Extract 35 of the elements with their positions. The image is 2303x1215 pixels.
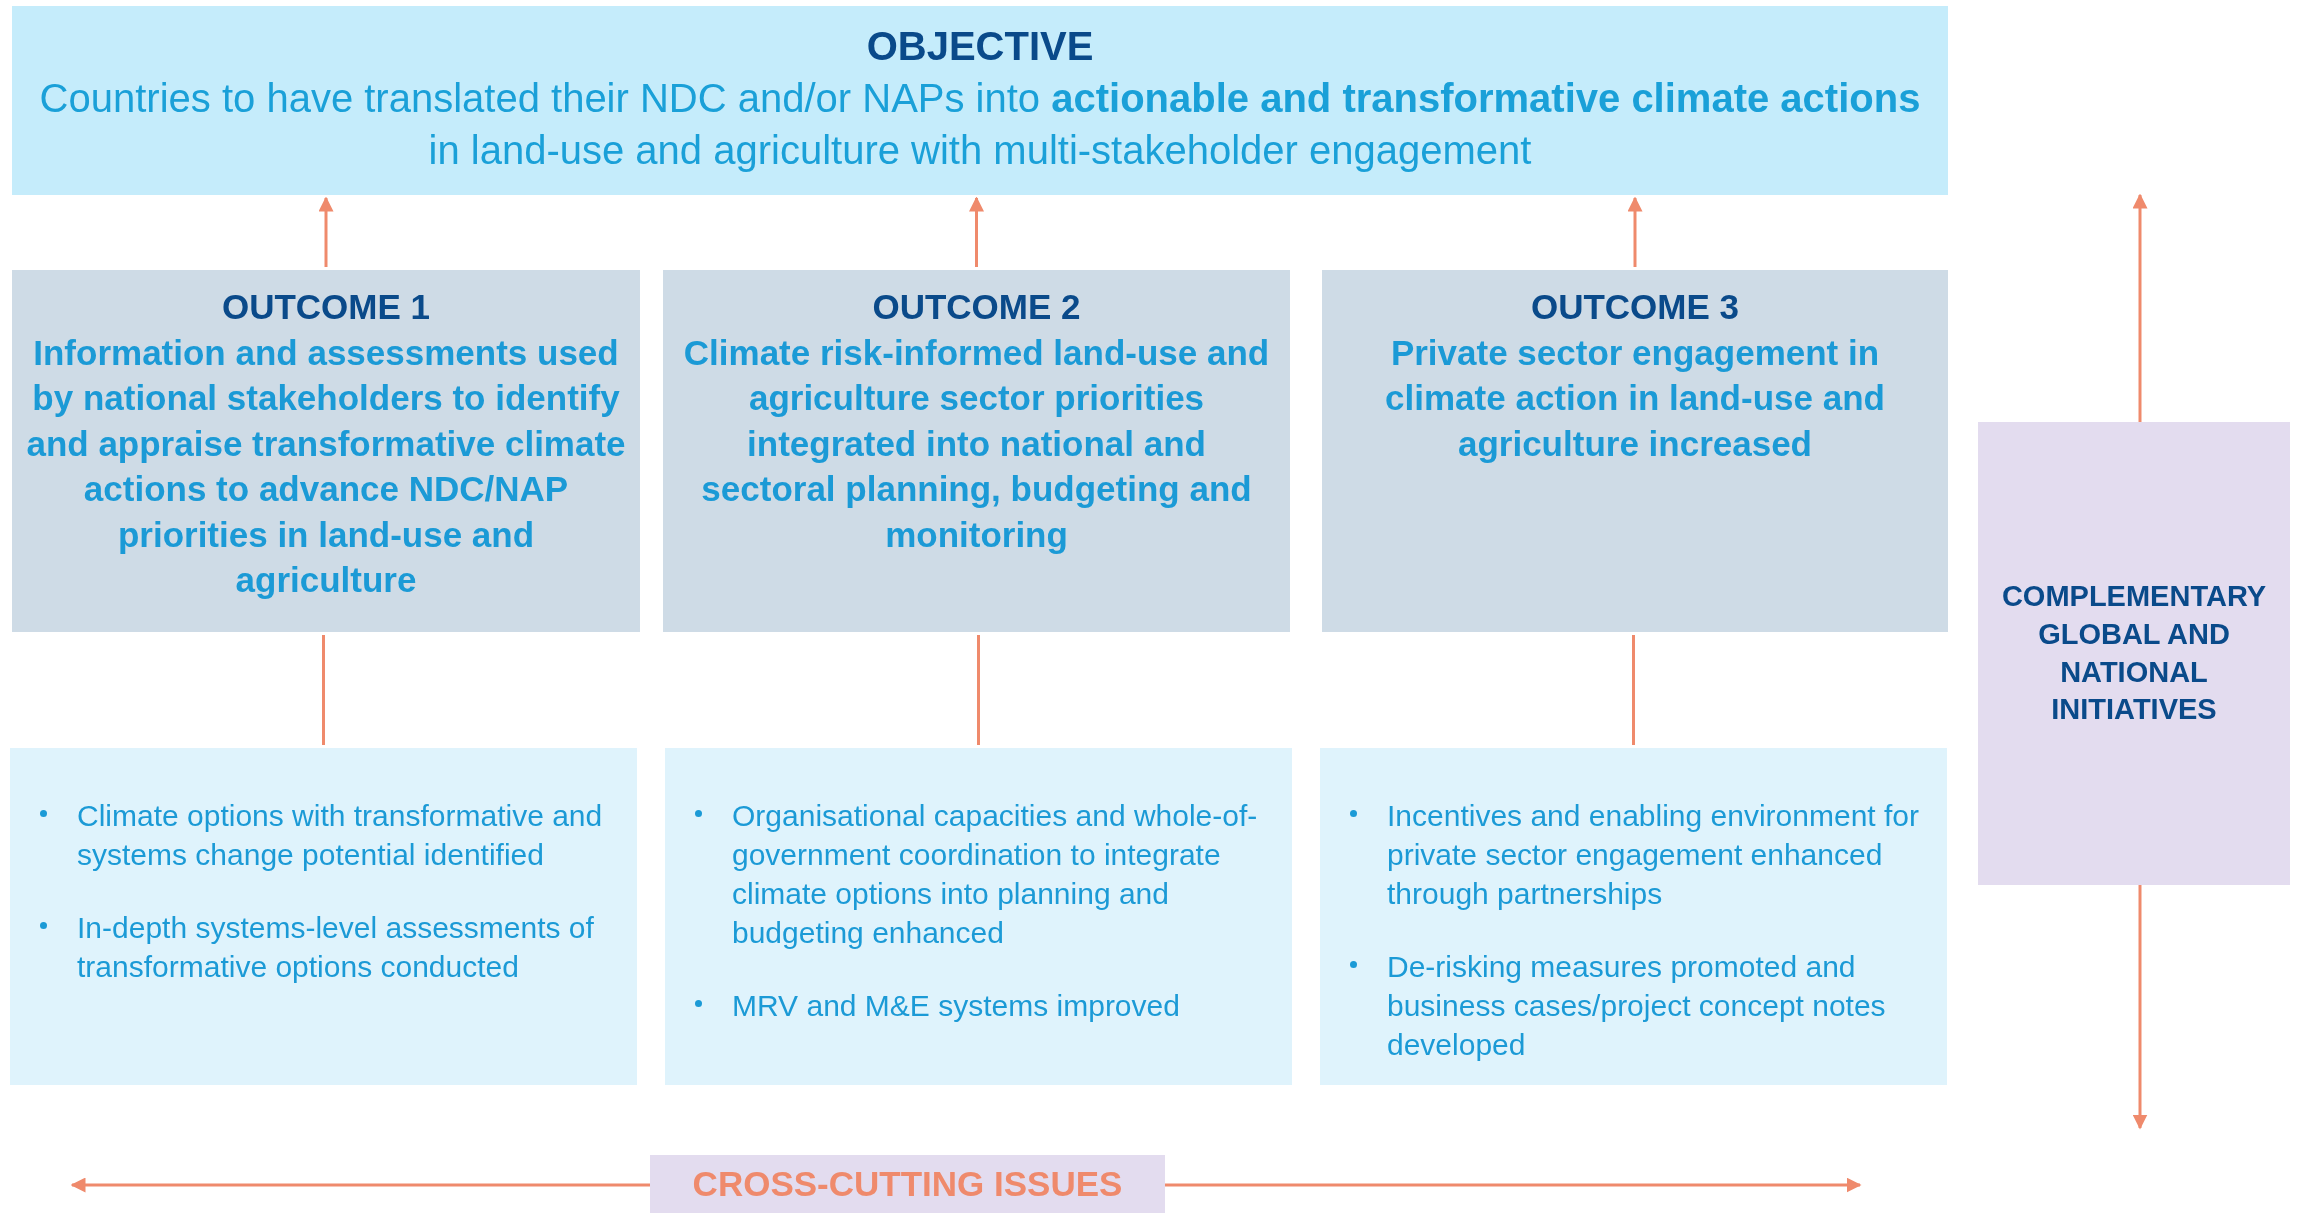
connector-line <box>322 635 325 745</box>
connector-line <box>1632 635 1635 745</box>
output-box <box>1320 748 1947 1085</box>
output-item: Incentives and enabling environment for private sector engagement enhanced through partnerships <box>1387 798 1920 912</box>
outcome-box <box>663 270 1290 632</box>
arrow <box>1627 196 1643 267</box>
outcome-heading: OUTCOME 3 <box>1529 286 1741 328</box>
output-item: Organisational capacities and whole-of-government coordination to integrate climate options into planning and budgeting enhanced <box>732 798 1259 951</box>
outcome-box <box>1322 270 1948 632</box>
output-box <box>665 748 1292 1085</box>
output-item: De-risking measures promoted and business cases/project concept notes developed <box>1387 949 1887 1063</box>
initiatives-text: COMPLEMENTARY GLOBAL AND NATIONAL INITIATIVES <box>2000 579 2268 728</box>
outcome-heading: OUTCOME 2 <box>871 286 1082 328</box>
outcome-text: Information and assessments used by national stakeholders to identify and appraise transformative climate actions to advance NDC/NAP priorities in land-use and agriculture <box>26 331 626 601</box>
outcome-text: Private sector engagement in climate action in land-use and agriculture increased <box>1384 331 1886 465</box>
cross-cutting-label: CROSS-CUTTING ISSUES <box>691 1163 1124 1206</box>
outcome-text: Climate risk-informed land-use and agriculture sector priorities integrated into national and sectoral planning, budgeting and monitoring <box>682 331 1271 556</box>
cross-cutting-box <box>650 1155 1165 1213</box>
arrow <box>969 196 984 267</box>
arrow <box>70 1177 650 1193</box>
outcome-heading: OUTCOME 1 <box>220 286 432 328</box>
output-item: MRV and M&E systems improved <box>732 988 1180 1024</box>
connector-line <box>977 635 980 745</box>
output-item: In-depth systems-level assessments of transformative options conducted <box>77 910 595 985</box>
arrow <box>2132 885 2148 1130</box>
objective-text: Countries to have translated their NDC and/or NAPs into actionable and transformative climate actions in land-use and agriculture with multi-stakeholder engagement <box>38 75 1922 174</box>
output-item: Climate options with transformative and systems change potential identified <box>77 798 604 873</box>
output-box <box>10 748 637 1085</box>
objective-box <box>12 6 1948 195</box>
arrow <box>1165 1177 1862 1193</box>
arrow <box>318 196 334 267</box>
arrow <box>2132 193 2148 422</box>
initiatives-box <box>1978 422 2290 885</box>
outcome-box <box>12 270 640 632</box>
objective-heading: OBJECTIVE <box>865 23 1095 70</box>
